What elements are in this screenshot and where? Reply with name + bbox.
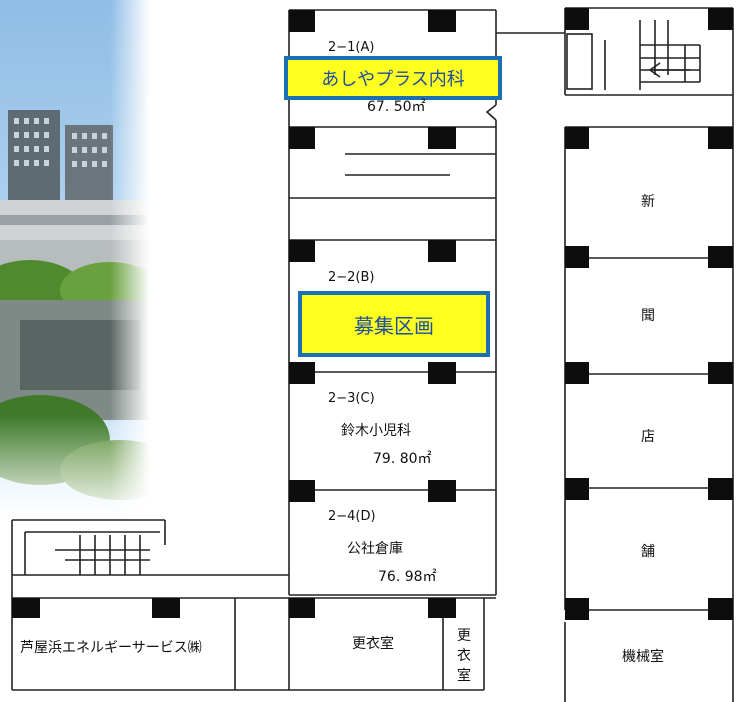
locker-room: 更衣室 — [352, 636, 394, 652]
unit-2-3-tenant: 鈴木小児科 — [341, 423, 411, 439]
energy-service-room: 芦屋浜エネルギーサービス㈱ — [20, 640, 202, 656]
stair-icon — [605, 20, 700, 90]
locker-room-small-char-2: 衣 — [457, 648, 471, 664]
unit-2-3-code: 2−3(C) — [328, 391, 375, 406]
newsstand-char-2: 聞 — [641, 308, 655, 324]
locker-room-small-char-1: 更 — [457, 628, 471, 644]
newsstand-char-3: 店 — [641, 429, 655, 445]
unit-2-2-tenant-label: 募集区画 — [298, 291, 490, 357]
unit-2-1-tenant-label: あしやプラス内科 — [284, 56, 502, 100]
arrow-left-icon — [648, 62, 690, 78]
unit-2-1-tenant: あしやプラス内科 — [321, 69, 465, 90]
unit-2-2-tenant: 募集区画 — [354, 313, 434, 338]
unit-2-2-code: 2−2(B) — [328, 270, 375, 285]
locker-room-small-char-3: 室 — [457, 668, 471, 684]
newsstand-char-4: 舗 — [641, 544, 655, 560]
unit-2-4-area: 76. 98㎡ — [378, 569, 437, 585]
unit-2-1-area: 67. 50㎡ — [367, 99, 426, 115]
unit-2-4-tenant: 公社倉庫 — [347, 541, 403, 557]
unit-2-4-code: 2−4(D) — [328, 509, 376, 524]
locker-room-small: 更 衣 室 — [454, 626, 474, 686]
machine-room: 機械室 — [622, 649, 664, 665]
newsstand-char-1: 新 — [641, 194, 655, 210]
building-photo — [0, 0, 200, 520]
unit-2-1-code: 2−1(A) — [328, 40, 375, 55]
unit-2-3-area: 79. 80㎡ — [373, 451, 432, 467]
building-photo-illustration — [0, 0, 200, 520]
